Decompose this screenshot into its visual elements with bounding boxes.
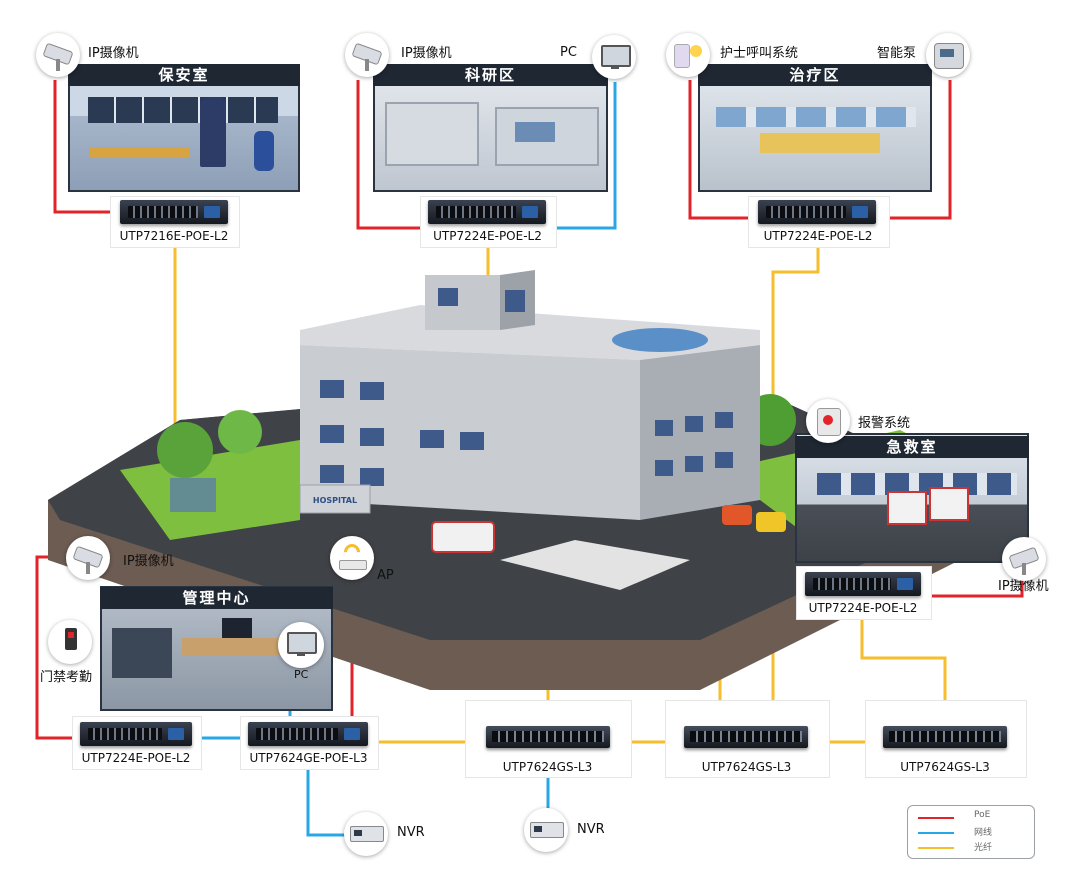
- car: [722, 505, 752, 525]
- access-control-icon[interactable]: [48, 620, 92, 664]
- smart-pump-label: 智能泵: [877, 46, 917, 61]
- security-access-switch[interactable]: [120, 200, 228, 230]
- emergency-room-title: 急救室: [795, 436, 1029, 458]
- ambulance: [431, 521, 495, 553]
- ap-label: AP: [377, 568, 394, 583]
- legend-item-poe: PoE: [918, 810, 1028, 824]
- helipad: [612, 328, 708, 352]
- switch-model-label: UTP7624GE-POE-L3: [249, 751, 368, 765]
- pc-label: PC: [560, 45, 577, 60]
- ip-camera-label: IP摄像机: [123, 554, 174, 569]
- core-switch-2[interactable]: [684, 726, 808, 752]
- switch-model-label: UTP7216E-POE-L2: [119, 229, 229, 243]
- beds-row: [716, 107, 916, 127]
- ip-camera-icon[interactable]: [66, 536, 110, 580]
- poe-cam4: [918, 580, 1024, 598]
- access-control-label: 门禁考勤: [40, 670, 93, 685]
- security-room-title: 保安室: [68, 64, 300, 86]
- operator-figure: [254, 131, 274, 171]
- core-switch-label: UTP7624GS-L3: [900, 760, 990, 774]
- ambulance: [929, 487, 969, 521]
- hospital-sign: [299, 484, 371, 514]
- switch-model-label: UTP7224E-POE-L2: [81, 751, 191, 765]
- guard-figure: [200, 97, 226, 167]
- treatment-room-title: 治疗区: [698, 64, 932, 86]
- nvr-icon[interactable]: [524, 808, 568, 852]
- core-switch-label: UTP7624GS-L3: [701, 760, 792, 774]
- bus-shelter: [170, 478, 216, 512]
- smart-pump-icon[interactable]: [926, 33, 970, 77]
- roof-tower-front: [425, 275, 500, 330]
- management-room-title: 管理中心: [100, 587, 333, 609]
- nvr-label: NVR: [397, 825, 425, 840]
- desk: [90, 147, 190, 157]
- treatment-room-panel: [698, 65, 932, 192]
- research-room-title: 科研区: [373, 64, 608, 86]
- ip-camera-label: IP摄像机: [998, 579, 1049, 594]
- ip-camera-label: IP摄像机: [88, 46, 139, 61]
- server-rack: [112, 628, 172, 678]
- management-aggregation-switch[interactable]: [248, 722, 368, 752]
- switch-model-label: UTP7224E-POE-L2: [763, 229, 873, 243]
- monitor-wall: [88, 97, 278, 123]
- legend-item-fiber: 光纤: [918, 840, 1028, 854]
- hospital-sign-text: HOSPITAL: [313, 496, 357, 505]
- car: [756, 512, 786, 532]
- alarm-label: 报警系统: [858, 416, 911, 431]
- switch-model-label: UTP7224E-POE-L2: [433, 229, 542, 243]
- legend-item-lan: 网线: [918, 825, 1028, 839]
- core-switch-3[interactable]: [883, 726, 1007, 752]
- lan-nvr1: [306, 758, 345, 837]
- nvr-icon[interactable]: [344, 812, 388, 856]
- management-access-switch[interactable]: [80, 722, 192, 752]
- nurse-station: [760, 133, 880, 153]
- research-access-switch[interactable]: [428, 200, 546, 230]
- poe-cam2: [356, 80, 420, 230]
- alarm-icon[interactable]: [806, 399, 850, 443]
- nvr-label: NVR: [577, 822, 605, 837]
- ambulance: [887, 491, 927, 525]
- legend: PoE 网线 光纤: [907, 805, 1035, 859]
- building-side: [640, 345, 760, 520]
- ip-camera-icon[interactable]: [1002, 537, 1046, 581]
- switch-model-label: UTP7224E-POE-L2: [808, 601, 918, 615]
- pc-label: PC: [294, 668, 309, 681]
- emergency-access-switch[interactable]: [805, 572, 921, 602]
- windows: [320, 380, 733, 486]
- lab-cubicle: [385, 102, 479, 166]
- nurse-call-icon[interactable]: [666, 33, 710, 77]
- ip-camera-icon[interactable]: [36, 33, 80, 77]
- tree: [157, 422, 213, 478]
- legend-label: 网线: [974, 828, 993, 838]
- lan-pc1: [555, 82, 617, 230]
- plaza-steps: [500, 540, 690, 590]
- research-room-panel: [373, 65, 608, 192]
- fiber-emergency-to-core3: [860, 620, 947, 700]
- wifi-ap-icon[interactable]: [330, 536, 374, 580]
- legend-label: 光纤: [974, 843, 993, 853]
- poe-nurse: [688, 80, 748, 220]
- wall-screen: [222, 618, 252, 638]
- legend-label: PoE: [974, 810, 991, 820]
- ip-camera-icon[interactable]: [345, 33, 389, 77]
- pc-monitor-icon[interactable]: [278, 622, 324, 668]
- tree: [218, 410, 262, 454]
- ip-camera-label: IP摄像机: [401, 46, 452, 61]
- nurse-call-label: 护士呼叫系统: [720, 46, 799, 61]
- desk: [182, 638, 302, 656]
- poe-cam1: [53, 80, 112, 214]
- treatment-access-switch[interactable]: [758, 200, 876, 230]
- core-switch-1[interactable]: [486, 726, 610, 752]
- pc-monitor-icon[interactable]: [592, 35, 636, 79]
- core-switch-label: UTP7624GS-L3: [502, 760, 593, 774]
- lab-equipment: [515, 122, 555, 142]
- poe-pump: [888, 80, 952, 220]
